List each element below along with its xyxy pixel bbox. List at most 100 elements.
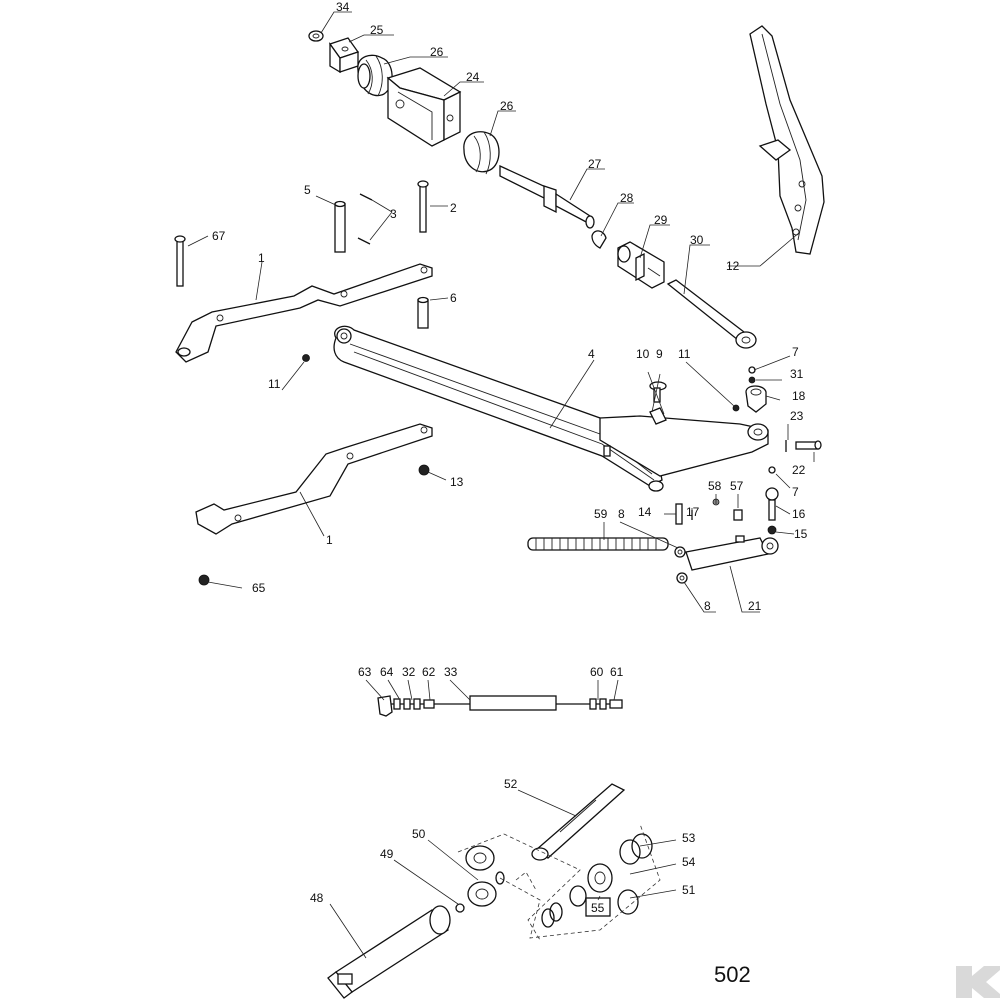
part-24-bracket [386,67,462,147]
label-33: 33 [444,665,458,679]
label-34: 34 [336,0,350,14]
label-15: 15 [794,527,808,541]
part-1-upper-lever [175,263,433,363]
label-29: 29 [654,213,668,227]
label-17: 17 [686,505,700,519]
part-49-screw [455,903,465,913]
label-1-upper: 1 [258,251,265,265]
label-9: 9 [656,347,663,361]
part-8-upper-washer [674,546,686,558]
label-18: 18 [792,389,806,403]
label-24: 24 [466,70,480,84]
label-57: 57 [730,479,744,493]
label-6: 6 [450,291,457,305]
part-5-pin [334,200,346,253]
label-23: 23 [790,409,804,423]
part-11-left-nipple [302,354,310,362]
label-55: 55 [591,901,605,915]
part-31-nut [748,376,756,384]
label-22: 22 [792,463,806,477]
part-27-rod [499,164,595,229]
part-18-clevis [745,385,767,413]
label-4: 4 [588,347,595,361]
label-26-upper: 26 [430,45,444,59]
label-21: 21 [748,599,762,613]
part-21-damper [685,535,779,571]
label-13: 13 [450,475,464,489]
label-2: 2 [450,201,457,215]
label-50: 50 [412,827,426,841]
part-4-main-arm [333,325,769,492]
part-22-pin [795,440,822,450]
label-11-left: 11 [268,377,281,391]
label-30: 30 [690,233,704,247]
part-50-head [467,881,497,907]
part-29-fitting [617,241,665,289]
label-11-right: 11 [678,347,691,361]
label-7-upper: 7 [792,345,799,359]
part-25-plate [328,37,360,74]
label-53: 53 [682,831,696,845]
part-67-bolt [174,235,186,287]
part-8-lower-washer [676,572,688,584]
part-3-split-pins [357,193,373,245]
cylinder-seals-group [457,823,661,941]
label-7-lower: 7 [792,485,799,499]
label-51: 51 [682,883,696,897]
part-2-bolt [417,180,429,233]
label-12: 12 [726,259,740,273]
label-5: 5 [304,183,311,197]
part-57-nut [733,509,743,521]
part-16-ball-stud [765,487,779,521]
part-1-lower-lever [195,423,433,535]
part-26-lower-bushing [463,131,500,175]
part-28-clip [591,230,607,249]
label-10: 10 [636,347,650,361]
part-11-right-nipple [732,404,740,412]
label-14: 14 [638,505,652,519]
label-25: 25 [370,23,384,37]
label-60: 60 [590,665,604,679]
label-1-lower: 1 [326,533,333,547]
label-61: 61 [610,665,624,679]
part-34-washer [308,30,324,42]
part-7-lower-ball [768,466,776,474]
label-8-upper: 8 [618,507,625,521]
label-48: 48 [310,891,324,905]
part-14-pin [675,503,683,525]
part-13-nut [418,464,430,476]
part-12-pedal-arm [749,25,825,255]
label-65: 65 [252,581,266,595]
part-26-upper-bushing [357,54,393,97]
label-64: 64 [380,665,394,679]
brand-logo-mark [956,966,1000,998]
label-31: 31 [790,367,804,381]
part-52-piston-rod [531,783,626,861]
leader-lines [187,11,815,959]
part-6-bushing [417,296,429,329]
label-54: 54 [682,855,696,869]
label-62: 62 [422,665,436,679]
label-59: 59 [594,507,608,521]
part-48-cylinder-tube [327,905,451,999]
part-65-nut [198,574,210,586]
label-63: 63 [358,665,372,679]
label-67: 67 [212,229,226,243]
label-52: 52 [504,777,518,791]
label-3: 3 [390,207,397,221]
label-32: 32 [402,665,416,679]
label-8-lower: 8 [704,599,711,613]
part-33-cable [377,695,623,717]
label-27: 27 [588,157,602,171]
label-26-lower: 26 [500,99,514,113]
label-55-box [585,897,611,917]
part-30-tie-rod [666,279,757,349]
part-labels: 34 25 26 24 26 27 28 29 30 12 5 3 2 67 1… [212,0,808,917]
label-49: 49 [380,847,394,861]
part-59-spring [527,537,669,551]
label-28: 28 [620,191,634,205]
label-58: 58 [708,479,722,493]
part-10-pin [649,407,667,425]
label-16: 16 [792,507,806,521]
